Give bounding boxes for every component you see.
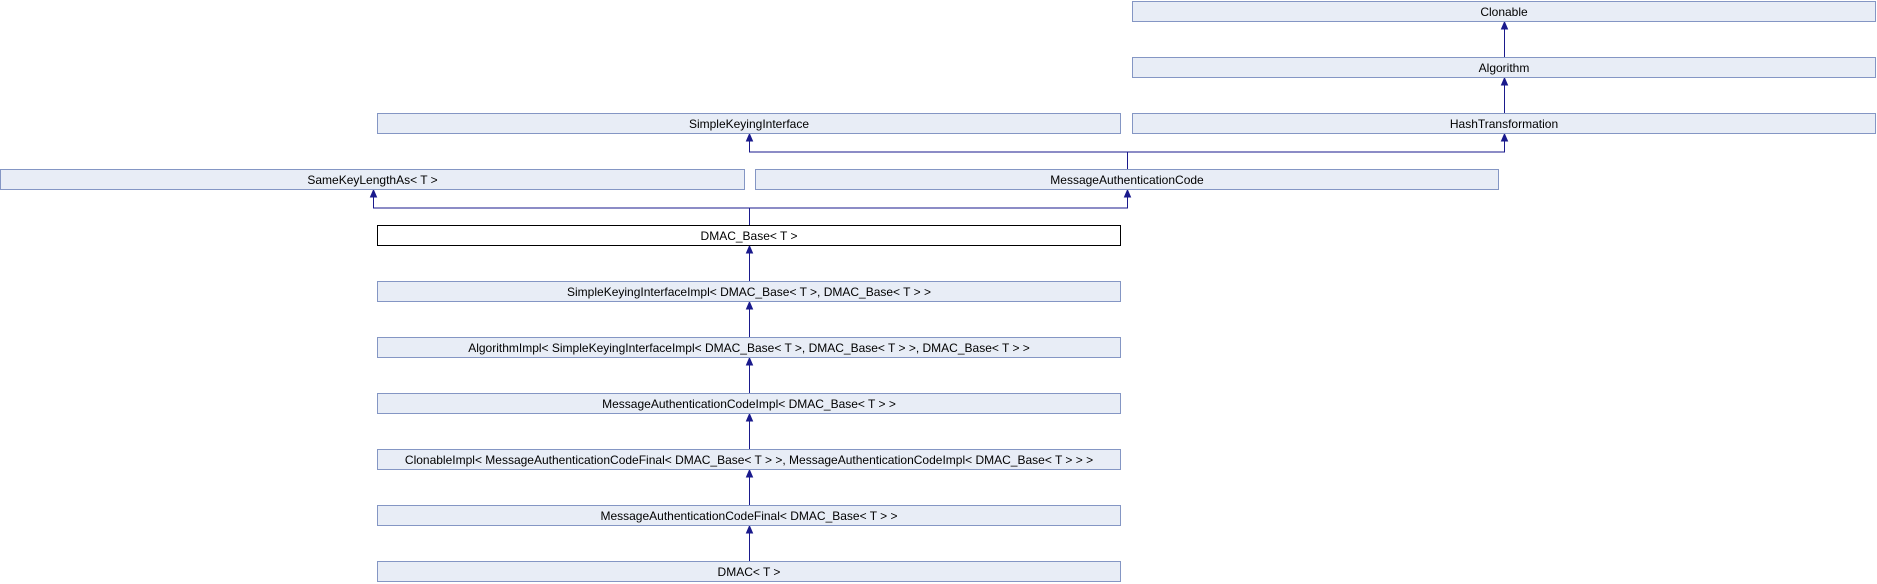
edge-line [1127,134,1505,169]
node-clonable[interactable]: Clonable [1132,1,1876,22]
edge-arrowhead [1123,188,1132,198]
node-dmac[interactable]: DMAC< T > [377,561,1121,582]
edge-arrowhead [745,412,754,422]
node-message-authentication-code-impl[interactable]: MessageAuthenticationCodeImpl< DMAC_Base… [377,393,1121,414]
node-simple-keying-interface[interactable]: SimpleKeyingInterface [377,113,1121,134]
edge-arrowhead [369,188,378,198]
node-message-authentication-code[interactable]: MessageAuthenticationCode [755,169,1499,190]
node-message-authentication-code-final[interactable]: MessageAuthenticationCodeFinal< DMAC_Bas… [377,505,1121,526]
edge-arrowhead [1500,132,1509,142]
edge-from-hash-transformation [1500,76,1509,113]
edge-from-message-authentication-code-impl [745,356,754,393]
edge-from-simple-keying-interface-impl [745,244,754,281]
edge-arrowhead [745,356,754,366]
edge-arrowhead [745,468,754,478]
edge-from-clonable-impl [745,412,754,449]
node-dmac-base-current: DMAC_Base< T > [377,225,1121,246]
node-same-key-length-as[interactable]: SameKeyLengthAs< T > [0,169,745,190]
node-algorithm-impl[interactable]: AlgorithmImpl< SimpleKeyingInterfaceImpl… [377,337,1121,358]
edge-arrowhead [745,300,754,310]
edge-from-algorithm-impl [745,300,754,337]
node-clonable-impl[interactable]: ClonableImpl< MessageAuthenticationCodeF… [377,449,1121,470]
edge-line [749,134,1128,169]
edge-arrowhead [1500,76,1509,86]
edge-arrowhead [745,244,754,254]
node-simple-keying-interface-impl[interactable]: SimpleKeyingInterfaceImpl< DMAC_Base< T … [377,281,1121,302]
edge-from-algorithm [1500,20,1509,57]
node-hash-transformation[interactable]: HashTransformation [1132,113,1876,134]
edge-from-dmac-base [369,188,1132,225]
edge-from-message-authentication-code-final [745,468,754,505]
edge-line [749,190,1128,225]
edge-arrowhead [745,132,754,142]
edge-arrowhead [1500,20,1509,30]
edge-from-dmac [745,524,754,561]
edge-arrowhead [745,524,754,534]
edge-line [373,190,750,225]
node-algorithm[interactable]: Algorithm [1132,57,1876,78]
edge-from-message-authentication-code [745,132,1509,169]
